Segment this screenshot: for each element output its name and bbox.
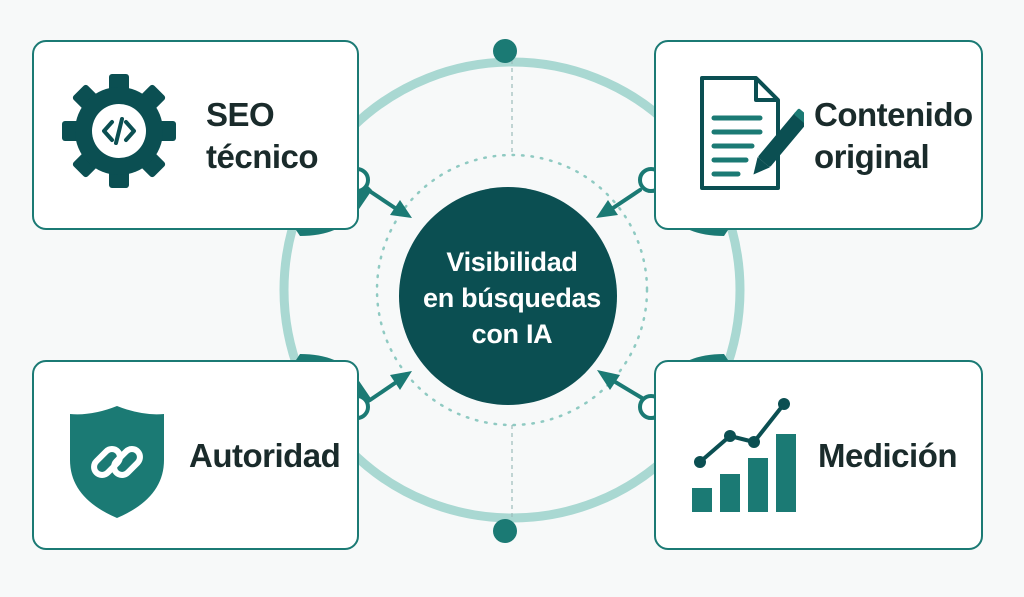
card-seo-label-line-1: SEO: [206, 96, 275, 133]
center-title-line-2: en búsquedas: [423, 283, 601, 313]
card-autoridad-label: Autoridad: [189, 437, 341, 474]
card-contenido-label-line-2: original: [814, 138, 930, 175]
card-contenido-label: Contenido original: [814, 94, 980, 178]
center-title: Visibilidad en búsquedas con IA: [402, 244, 622, 352]
card-seo-tecnico: SEO técnico: [32, 40, 359, 230]
center-circle: [399, 187, 617, 405]
top-node: [493, 39, 517, 63]
arrow-seo: [366, 188, 412, 218]
card-autoridad: Autoridad: [32, 360, 359, 550]
bottom-node: [493, 519, 517, 543]
arrow-contenido: [596, 188, 642, 218]
gear-code-icon: [62, 74, 176, 188]
arrow-autoridad: [368, 371, 412, 402]
shield-link-icon: [70, 406, 164, 518]
card-seo-label-line-2: técnico: [206, 138, 319, 175]
card-contenido-label-line-1: Contenido: [814, 96, 973, 133]
document-pencil-icon: [700, 76, 804, 190]
arrow-medicion: [597, 370, 644, 400]
bar-chart-trend-icon: [692, 398, 796, 512]
card-contenido-original: Contenido original: [654, 40, 983, 230]
card-medicion-label: Medición: [818, 437, 958, 474]
center-title-line-3: con IA: [471, 319, 553, 349]
card-medicion: Medición: [654, 360, 983, 550]
center-title-line-1: Visibilidad: [446, 247, 578, 277]
card-seo-label: SEO técnico: [206, 94, 346, 178]
inner-dotted-ring: [375, 153, 649, 427]
